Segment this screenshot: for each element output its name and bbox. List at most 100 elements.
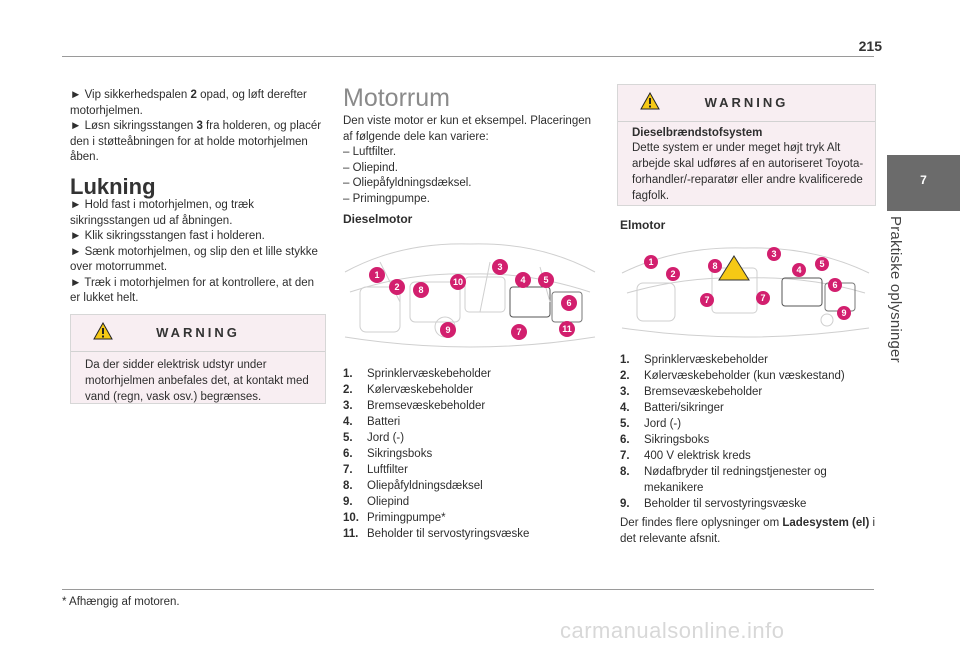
page-number: 215: [858, 38, 882, 54]
diagram-marker: [538, 272, 554, 288]
diagram-marker-label: 2: [670, 269, 675, 279]
diagram-marker: [700, 293, 714, 307]
diagram-marker: [369, 267, 385, 283]
diagram-marker: [756, 291, 770, 305]
list-item: 7.Luftfilter: [343, 464, 408, 476]
warning-box-water: WARNING Da der sidder elektrisk udstyr u…: [70, 314, 326, 404]
hood-open-steps: ► Vip sikkerhedspalen 2 opad, og løft de…: [70, 88, 326, 166]
variable-part: – Oliepåfyldningsdæksel.: [343, 177, 472, 189]
chapter-tab[interactable]: 7: [887, 155, 960, 211]
close-step: ► Klik sikringsstangen fast i holderen.: [70, 230, 265, 242]
chapter-title: Praktiske oplysninger: [887, 216, 904, 363]
list-item: 1.Sprinklervæskebeholder: [620, 354, 769, 366]
diagram-marker-label: 6: [566, 298, 571, 308]
list-item: 9.Oliepind: [343, 496, 410, 508]
diagram-marker: [492, 259, 508, 275]
diagram-marker-label: 5: [819, 259, 824, 269]
diagram-marker-label: 8: [418, 285, 423, 295]
list-item: 11.Beholder til servostyringsvæske: [343, 528, 530, 540]
warning-header: WARNING: [71, 315, 325, 352]
diagram-marker: [767, 247, 781, 261]
variable-part: – Primingpumpe.: [343, 192, 430, 205]
chapter-number: 7: [920, 173, 927, 187]
list-item: 5.Jord (-): [620, 418, 682, 430]
electric-engine-diagram: 1 2 8 3 4 5 6 7 7 9: [621, 247, 870, 338]
list-item: 2.Kølervæskebeholder: [343, 384, 474, 396]
list-item: 9.Beholder til servostyringsvæske: [620, 498, 807, 510]
diagram-marker: [815, 257, 829, 271]
step-release-rod: ► Løsn sikringsstangen 3 fra holderen, o…: [70, 120, 322, 163]
warning-triangle-icon: [640, 92, 660, 110]
list-item: 4.Batteri: [343, 416, 401, 428]
diagram-marker: [644, 255, 658, 269]
list-item: 8.Oliepåfyldningsdæksel: [343, 480, 483, 492]
list-item: 3.Bremsevæskebeholder: [620, 386, 763, 398]
diagram-marker: [708, 259, 722, 273]
list-item: 6.Sikringsboks: [343, 448, 433, 460]
warning-box-diesel: WARNING Dieselbrændstofsystem Dette syst…: [617, 84, 876, 206]
diagram-marker-label: 1: [648, 257, 653, 267]
charging-note: Der findes flere oplysninger om Ladesyst…: [620, 517, 876, 545]
list-item: 4.Batteri/sikringer: [620, 402, 724, 414]
list-item: 10.Primingpumpe*: [343, 512, 446, 524]
list-item: 5.Jord (-): [343, 432, 405, 444]
diagram-marker-label: 3: [771, 249, 776, 259]
header-rule: [62, 56, 874, 57]
warning-header: WARNING: [618, 85, 875, 122]
diagram-marker: [559, 321, 575, 337]
electric-subheading: Elmotor: [620, 218, 666, 232]
list-item: 3.Bremsevæskebeholder: [343, 400, 486, 412]
diagram-marker: [561, 295, 577, 311]
list-item: 6.Sikringsboks: [620, 434, 710, 446]
variable-part: – Oliepind.: [343, 161, 398, 174]
list-item: 8.Nødafbryder til redningstjenester og m…: [620, 466, 827, 494]
diagram-marker-label: 3: [497, 262, 502, 272]
diagram-marker: [828, 278, 842, 292]
hood-close-steps: ► Hold fast i motorhjelmen, og træk sikr…: [70, 198, 326, 307]
diagram-marker: [450, 274, 466, 290]
footer-rule: [62, 589, 874, 590]
diagram-marker: [389, 279, 405, 295]
warning-title: WARNING: [156, 325, 240, 340]
diagram-marker: [440, 322, 456, 338]
section-heading-closing: Lukning: [70, 174, 156, 199]
diagram-marker-label: 9: [841, 308, 846, 318]
diagram-marker: [837, 306, 851, 320]
warning-title: WARNING: [704, 95, 789, 110]
variable-part: – Luftfilter.: [343, 146, 397, 158]
list-item: 7.400 V elektrisk kreds: [620, 450, 751, 462]
close-step: ► Træk i motorhjelmen for at kontrollere…: [70, 276, 315, 305]
warning-text: Da der sidder elektrisk udstyr under mot…: [85, 359, 309, 403]
watermark: carmanualsonline.info: [560, 618, 785, 643]
diagram-marker-label: 2: [394, 282, 399, 292]
list-item: 1.Sprinklervæskebeholder: [343, 368, 492, 380]
diagram-marker-label: 10: [453, 277, 463, 287]
diesel-subheading: Dieselmotor: [343, 212, 413, 226]
engine-intro: Den viste motor er kun et eksempel. Plac…: [343, 114, 593, 207]
diagram-marker: [511, 324, 527, 340]
charging-link-text: Ladesystem (el): [782, 517, 870, 529]
list-item: 2.Kølervæskebeholder (kun væskestand): [620, 370, 845, 382]
diagram-marker-label: 1: [374, 270, 379, 280]
diagram-marker: [413, 282, 429, 298]
section-heading-engine-bay: Motorrum: [343, 84, 450, 112]
diesel-parts-list: 1.Sprinklervæskebeholder 2.Kølervæskebeh…: [343, 366, 593, 542]
close-step: ► Hold fast i motorhjelmen, og træk sikr…: [70, 199, 254, 227]
diagram-marker: [792, 263, 806, 277]
diagram-marker: [515, 272, 531, 288]
diagram-marker-label: 4: [796, 265, 801, 275]
footnote: * Afhængig af motoren.: [62, 596, 180, 608]
diagram-marker-label: 7: [516, 327, 521, 337]
warning-triangle-icon: [93, 322, 113, 340]
warning-subtitle: Dieselbrændstofsystem: [632, 127, 763, 139]
diagram-marker-label: 6: [832, 280, 837, 290]
diagram-marker-label: 11: [562, 324, 572, 334]
diagram-marker-label: 8: [712, 261, 717, 271]
diagram-marker-label: 7: [704, 295, 709, 305]
diagram-marker: [666, 267, 680, 281]
warning-text: Dette system er under meget højt tryk Al…: [632, 142, 864, 202]
diagram-marker-label: 5: [543, 275, 548, 285]
step-tilt-lever: ► Vip sikkerhedspalen 2 opad, og løft de…: [70, 89, 307, 117]
diagram-marker-label: 4: [520, 275, 525, 285]
high-voltage-warning-icon: [718, 255, 750, 281]
